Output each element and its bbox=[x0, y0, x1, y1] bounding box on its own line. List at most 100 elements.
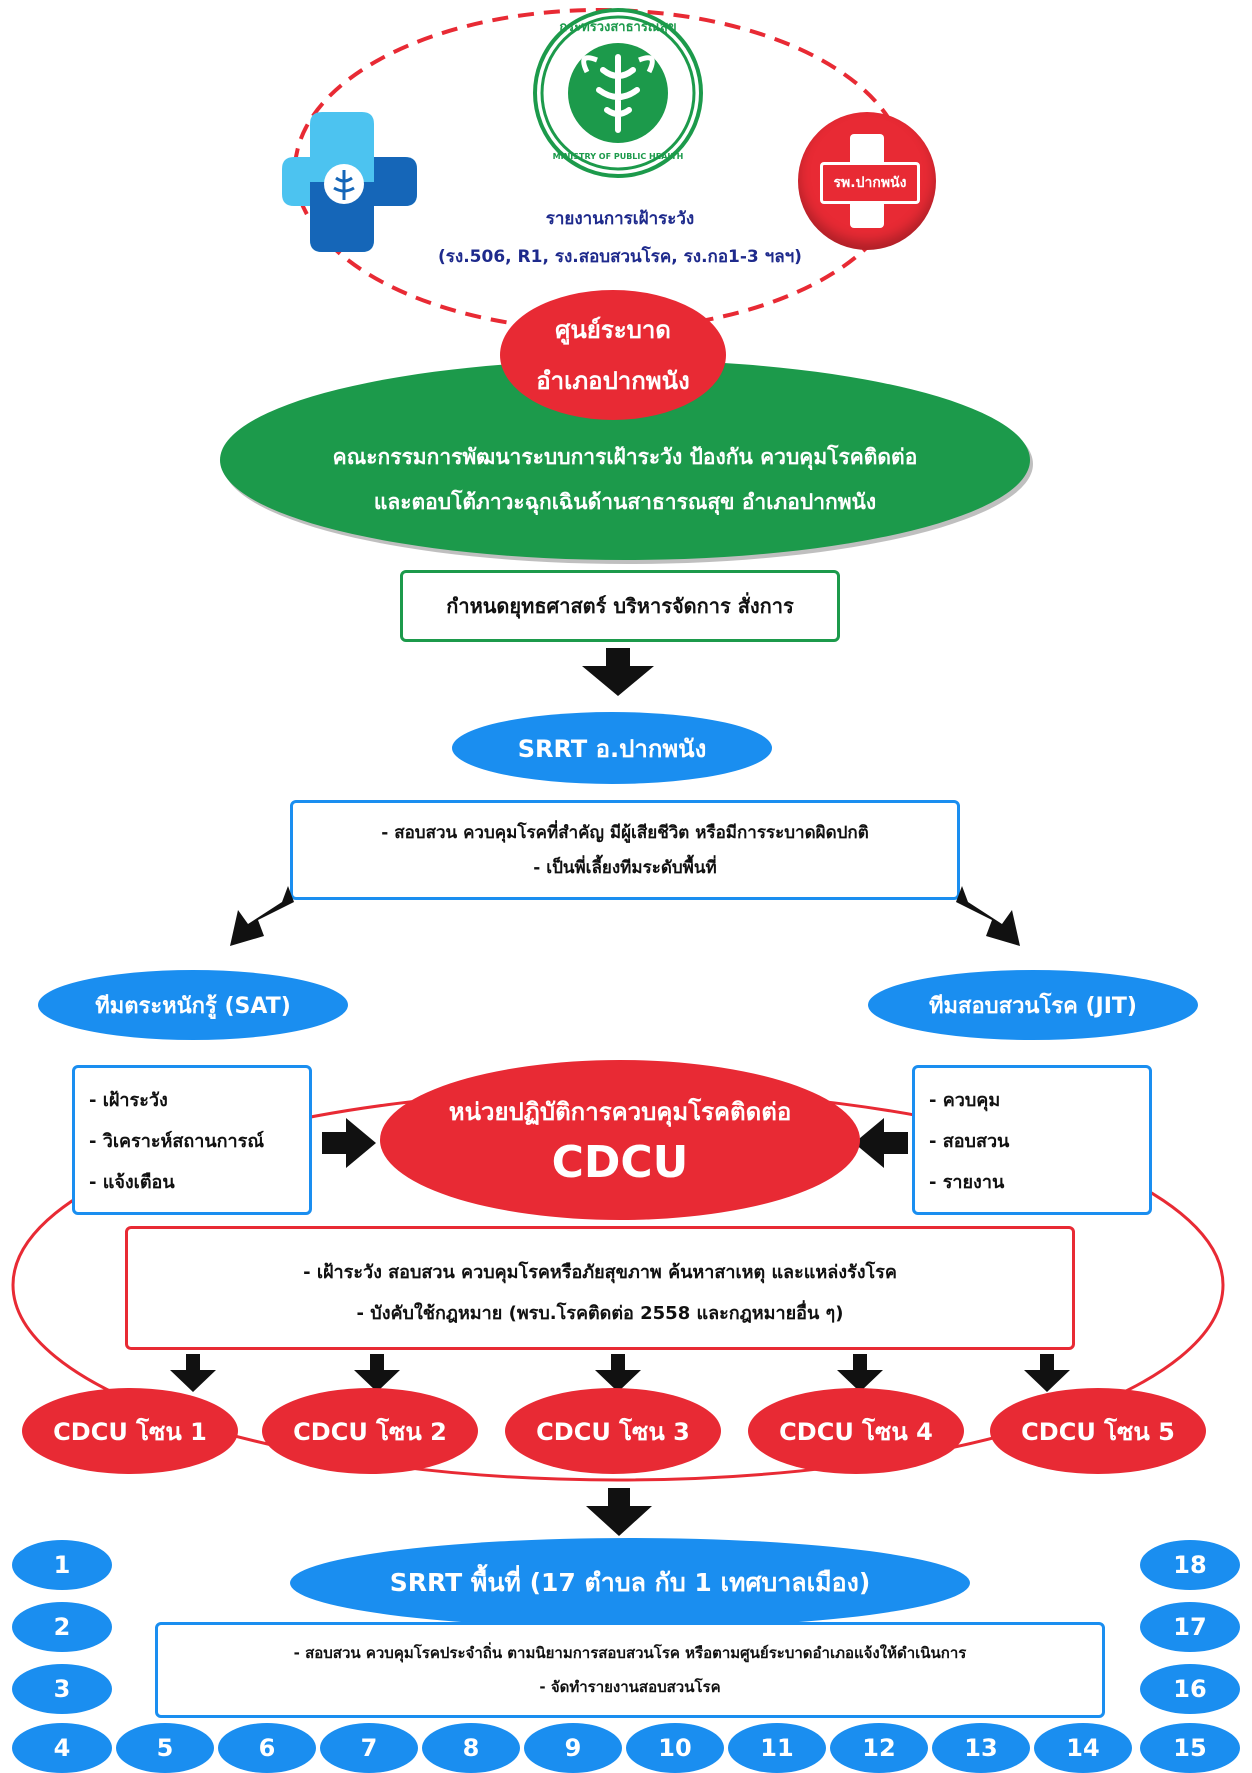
sat-team-label: ทีมตระหนักรู้ (SAT) bbox=[95, 993, 291, 1019]
jit-duty-2: - สอบสวน bbox=[929, 1130, 1010, 1152]
srrt-local-label: SRRT พื้นที่ (17 ตำบล กับ 1 เทศบาลเมือง) bbox=[389, 1568, 871, 1597]
cdcu-ellipse: หน่วยปฏิบัติการควบคุมโรคติดต่อ CDCU bbox=[380, 1060, 860, 1220]
strategy-text: กำหนดยุทธศาสตร์ บริหารจัดการ สั่งการ bbox=[446, 594, 794, 618]
zone-label: CDCU โซน 5 bbox=[1021, 1417, 1175, 1446]
cdcu-title: หน่วยปฏิบัติการควบคุมโรคติดต่อ bbox=[448, 1098, 792, 1126]
seal-english-text: MINISTRY OF PUBLIC HEALTH bbox=[552, 152, 684, 161]
health-cross-logo bbox=[282, 112, 417, 252]
arrow-down-icon bbox=[582, 648, 654, 696]
cdcu-duty-2: - บังคับใช้กฎหมาย (พรบ.โรคติดต่อ 2558 แล… bbox=[356, 1303, 844, 1324]
epidemic-center-line2: อำเภอปากพนัง bbox=[536, 367, 690, 395]
arrow-down-icon bbox=[354, 1354, 400, 1392]
local-team-badge: 4 bbox=[12, 1723, 112, 1773]
srrt-local-ellipse: SRRT พื้นที่ (17 ตำบล กับ 1 เทศบาลเมือง) bbox=[290, 1538, 970, 1628]
local-team-badge: 6 bbox=[218, 1723, 316, 1773]
arrow-right-icon bbox=[322, 1118, 376, 1168]
arrow-down-icon bbox=[170, 1354, 216, 1392]
arrow-down-left-icon bbox=[230, 886, 294, 946]
committee-line1: คณะกรรมการพัฒนาระบบการเฝ้าระวัง ป้องกัน … bbox=[332, 445, 918, 469]
cdcu-zone-2: CDCU โซน 2 bbox=[262, 1388, 478, 1474]
badge-number: 6 bbox=[258, 1734, 276, 1762]
local-team-badge: 17 bbox=[1140, 1602, 1240, 1652]
local-team-badge: 13 bbox=[932, 1723, 1030, 1773]
cdcu-zone-3: CDCU โซน 3 bbox=[505, 1388, 721, 1474]
badge-number: 17 bbox=[1173, 1613, 1207, 1641]
committee-line2: และตอบโต้ภาวะฉุกเฉินด้านสาธารณสุข อำเภอป… bbox=[373, 490, 877, 514]
epidemic-center-line1: ศูนย์ระบาด bbox=[555, 316, 671, 344]
badge-number: 1 bbox=[53, 1551, 71, 1579]
badge-number: 10 bbox=[658, 1734, 692, 1762]
local-team-badge: 16 bbox=[1140, 1664, 1240, 1714]
zone-label: CDCU โซน 2 bbox=[293, 1417, 447, 1446]
cdcu-duty-1: - เฝ้าระวัง สอบสวน ควบคุมโรคหรือภัยสุขภา… bbox=[303, 1262, 897, 1283]
local-team-badge: 1 bbox=[12, 1540, 112, 1590]
local-team-badge: 11 bbox=[728, 1723, 826, 1773]
badge-number: 4 bbox=[53, 1734, 71, 1762]
local-team-badge: 8 bbox=[422, 1723, 520, 1773]
cdcu-duties-box: - เฝ้าระวัง สอบสวน ควบคุมโรคหรือภัยสุขภา… bbox=[125, 1226, 1075, 1350]
local-team-badge: 14 bbox=[1034, 1723, 1132, 1773]
arrow-down-right-icon bbox=[956, 886, 1020, 946]
sat-duty-1: - เฝ้าระวัง bbox=[89, 1089, 168, 1111]
surveillance-subtitle: (รง.506, R1, รง.สอบสวนโรค, รง.กอ1-3 ฯลฯ) bbox=[438, 247, 802, 267]
arrow-down-icon bbox=[586, 1488, 652, 1536]
local-team-badge: 7 bbox=[320, 1723, 418, 1773]
sat-duties-box: - เฝ้าระวัง - วิเคราะห์สถานการณ์ - แจ้งเ… bbox=[72, 1065, 312, 1215]
cdcu-abbr: CDCU bbox=[551, 1137, 689, 1188]
hospital-label: รพ.ปากพนัง bbox=[833, 175, 907, 191]
surveillance-title: รายงานการเฝ้าระวัง bbox=[545, 209, 695, 229]
srrt-local-duty-1: - สอบสวน ควบคุมโรคประจำถิ่น ตามนิยามการส… bbox=[293, 1644, 967, 1662]
badge-number: 7 bbox=[360, 1734, 378, 1762]
badge-number: 18 bbox=[1173, 1551, 1207, 1579]
badge-number: 12 bbox=[862, 1734, 896, 1762]
badge-number: 14 bbox=[1066, 1734, 1100, 1762]
zone-label: CDCU โซน 3 bbox=[536, 1417, 690, 1446]
srrt-duty-1: - สอบสวน ควบคุมโรคที่สำคัญ มีผู้เสียชีวิ… bbox=[381, 823, 869, 843]
local-team-badge: 3 bbox=[12, 1664, 112, 1714]
srrt-duties-box: - สอบสวน ควบคุมโรคที่สำคัญ มีผู้เสียชีวิ… bbox=[290, 800, 960, 900]
cdcu-zone-4: CDCU โซน 4 bbox=[748, 1388, 964, 1474]
badge-number: 11 bbox=[760, 1734, 794, 1762]
hospital-logo: รพ.ปากพนัง bbox=[798, 112, 936, 250]
local-team-badge: 18 bbox=[1140, 1540, 1240, 1590]
cdcu-zone-1: CDCU โซน 1 bbox=[22, 1388, 238, 1474]
srrt-district-label: SRRT อ.ปากพนัง bbox=[517, 734, 707, 763]
badge-number: 16 bbox=[1173, 1675, 1207, 1703]
local-team-badge: 12 bbox=[830, 1723, 928, 1773]
sat-duty-2: - วิเคราะห์สถานการณ์ bbox=[89, 1130, 265, 1152]
seal-thai-text: กระทรวงสาธารณสุข bbox=[559, 20, 677, 35]
badge-number: 2 bbox=[53, 1613, 71, 1641]
zone-label: CDCU โซน 4 bbox=[779, 1417, 933, 1446]
badge-number: 5 bbox=[156, 1734, 174, 1762]
srrt-district-ellipse: SRRT อ.ปากพนัง bbox=[452, 712, 772, 784]
badge-number: 9 bbox=[564, 1734, 582, 1762]
badge-number: 13 bbox=[964, 1734, 998, 1762]
jit-duty-3: - รายงาน bbox=[929, 1171, 1005, 1193]
srrt-local-duty-2: - จัดทำรายงานสอบสวนโรค bbox=[539, 1678, 721, 1696]
sat-duty-3: - แจ้งเตือน bbox=[89, 1171, 175, 1193]
srrt-duty-2: - เป็นพี่เลี้ยงทีมระดับพื้นที่ bbox=[533, 858, 717, 878]
srrt-local-duties-box: - สอบสวน ควบคุมโรคประจำถิ่น ตามนิยามการส… bbox=[155, 1622, 1105, 1718]
jit-duties-box: - ควบคุม - สอบสวน - รายงาน bbox=[912, 1065, 1152, 1215]
local-team-badge: 10 bbox=[626, 1723, 724, 1773]
jit-duty-1: - ควบคุม bbox=[929, 1089, 1001, 1111]
sat-team-ellipse: ทีมตระหนักรู้ (SAT) bbox=[38, 970, 348, 1040]
local-team-badge: 15 bbox=[1140, 1723, 1240, 1773]
badge-number: 3 bbox=[53, 1675, 71, 1703]
ministry-seal-logo: กระทรวงสาธารณสุข MINISTRY OF PUBLIC HEAL… bbox=[533, 8, 703, 178]
epidemic-center-ellipse: ศูนย์ระบาด อำเภอปากพนัง bbox=[500, 290, 726, 420]
local-team-badge: 2 bbox=[12, 1602, 112, 1652]
arrow-down-icon bbox=[1024, 1354, 1070, 1392]
arrow-down-icon bbox=[595, 1354, 641, 1392]
badge-number: 15 bbox=[1173, 1734, 1207, 1762]
arrow-down-icon bbox=[837, 1354, 883, 1392]
arrow-left-icon bbox=[854, 1118, 908, 1168]
strategy-box: กำหนดยุทธศาสตร์ บริหารจัดการ สั่งการ bbox=[400, 570, 840, 642]
badge-number: 8 bbox=[462, 1734, 480, 1762]
jit-team-label: ทีมสอบสวนโรค (JIT) bbox=[929, 993, 1137, 1019]
cdcu-zone-5: CDCU โซน 5 bbox=[990, 1388, 1206, 1474]
zone-label: CDCU โซน 1 bbox=[53, 1417, 207, 1446]
jit-team-ellipse: ทีมสอบสวนโรค (JIT) bbox=[868, 970, 1198, 1040]
local-team-badge: 9 bbox=[524, 1723, 622, 1773]
local-team-badge: 5 bbox=[116, 1723, 214, 1773]
